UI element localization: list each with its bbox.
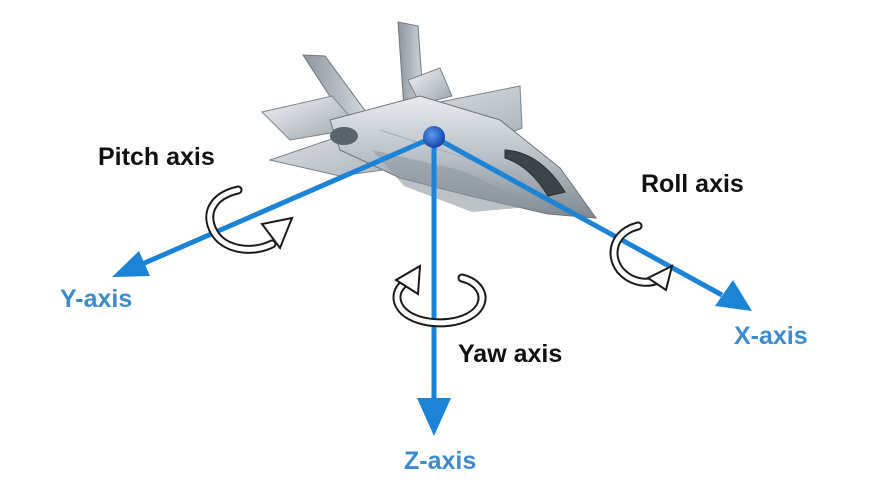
- origin-point: [423, 126, 445, 148]
- x-axis-arrowhead: [715, 280, 752, 311]
- x-axis-label: X-axis: [734, 322, 808, 350]
- rotation-arrow-icon: [205, 185, 294, 254]
- roll-axis-label: Roll axis: [641, 170, 744, 198]
- rotation-arrow-icon: [392, 264, 487, 328]
- y-axis-line: [139, 134, 435, 268]
- pitch-axis-label: Pitch axis: [98, 143, 215, 171]
- z-axis-label: Z-axis: [404, 447, 477, 475]
- axes-group: [112, 126, 752, 436]
- rotation-arrow-icon: [609, 221, 674, 292]
- x-axis-line: [432, 134, 724, 298]
- y-axis-arrowhead: [112, 251, 150, 277]
- z-axis-arrowhead: [417, 398, 451, 436]
- yaw-axis-label: Yaw axis: [458, 340, 563, 368]
- y-axis-label: Y-axis: [60, 285, 133, 313]
